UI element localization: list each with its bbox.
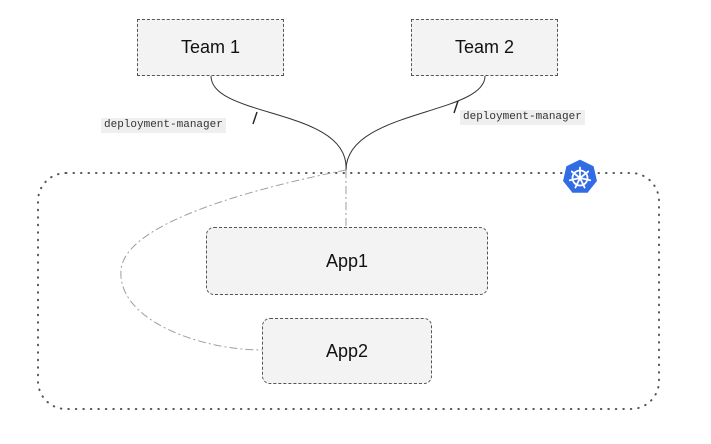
- app1-label: App1: [325, 250, 369, 271]
- kubernetes-icon: [561, 158, 599, 195]
- app2-link: [120, 169, 347, 351]
- app2-box[interactable]: App2: [262, 318, 432, 384]
- cluster-boundary: [37, 172, 660, 410]
- team1-label: Team 1: [180, 37, 241, 57]
- team1-connector-marker: [252, 111, 258, 125]
- team2-connector: [345, 75, 486, 171]
- team1-box[interactable]: Team 1: [137, 19, 284, 76]
- team1-connector: [210, 75, 347, 171]
- deployment-manager-label-right: deployment-manager: [460, 110, 585, 125]
- deployment-manager-label-left: deployment-manager: [101, 118, 226, 133]
- team2-connector-marker: [453, 100, 459, 114]
- app2-label: App2: [325, 340, 369, 361]
- app1-box[interactable]: App1: [206, 227, 488, 295]
- team2-label: Team 2: [454, 37, 515, 57]
- team2-box[interactable]: Team 2: [411, 19, 558, 76]
